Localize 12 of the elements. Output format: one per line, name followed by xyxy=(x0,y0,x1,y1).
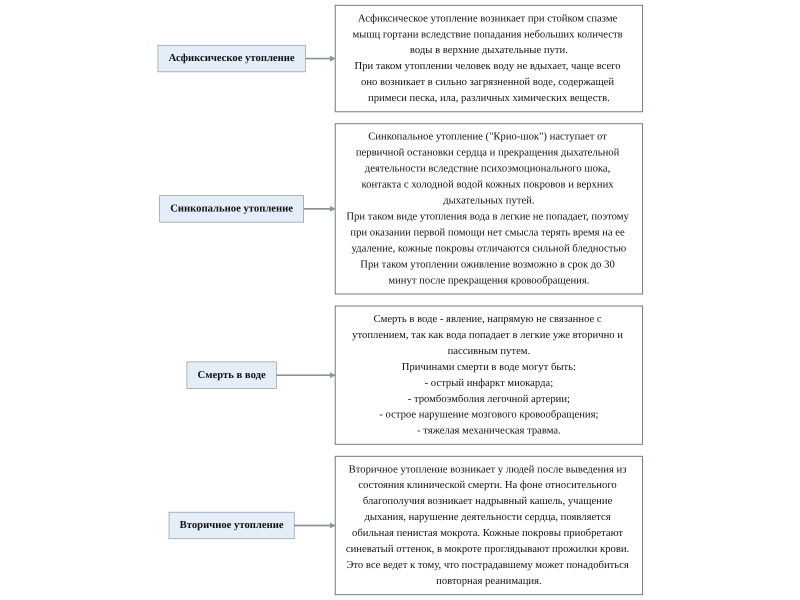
arrow xyxy=(305,56,336,62)
node-box: Асфиксическое утопление возникает при стойком спазме мышц гортани вследствие попадания небольших количеств воды в верхние дыхательные пути. При таком утоплении человек воду не вдыхает, чаще всего оно возникает в сильно загрязненной воде, содержащей примеси песка, ила, различных химических веществ. xyxy=(334,4,643,112)
arrow xyxy=(294,522,336,528)
arrow xyxy=(276,372,336,378)
node-box: Вторичное утопление xyxy=(168,512,294,540)
arrow xyxy=(303,206,336,212)
node-box: Смерть в воде - явление, напрямую не связанное с утоплением, так как вода попадает в легкие уже вторично и пассивным путем. Причинами смерти в воде могут быть: - острый инфаркт миокарда; - тромбоэмболия легочной артерии; - острое нарушение мозгового кровообращения; - тяжелая механическая травма. xyxy=(334,305,643,445)
node-box: Синкопальное утопление ("Крио-шок") наступает от первичной остановки сердца и прекращения дыхательной деятельности вследствие психоэмоционального шока, контакта с холодной водой кожных покровов и верхних дыхательных путей. При таком виде утопления вода в легкие не попадает, поэтому при оказании первой помощи нет смысла терять время на ее удаление, кожные покровы отличаются сильной бледностью При таком утоплении оживление возможно в срок до 30 минут после прекращения кровообращения. xyxy=(334,123,643,295)
node-box: Вторичное утопление возникает у людей после выведения из состояния клинической смерти. На фоне относительного благополучия возникает надрывный кашель, учащение дыхания, нарушение деятельности сердца, появляется обильная пенистая мокрота. Кожные покровы приобретают синеватый оттенок, в мокроте проглядывают прожилки крови. Это все ведет к тому, что пострадавшему может понадобиться повторная реанимация. xyxy=(334,456,643,596)
node-box: Асфиксическое утопление xyxy=(157,44,306,72)
node-box: Синкопальное утопление xyxy=(159,195,304,222)
node-box: Смерть в воде xyxy=(186,362,276,389)
